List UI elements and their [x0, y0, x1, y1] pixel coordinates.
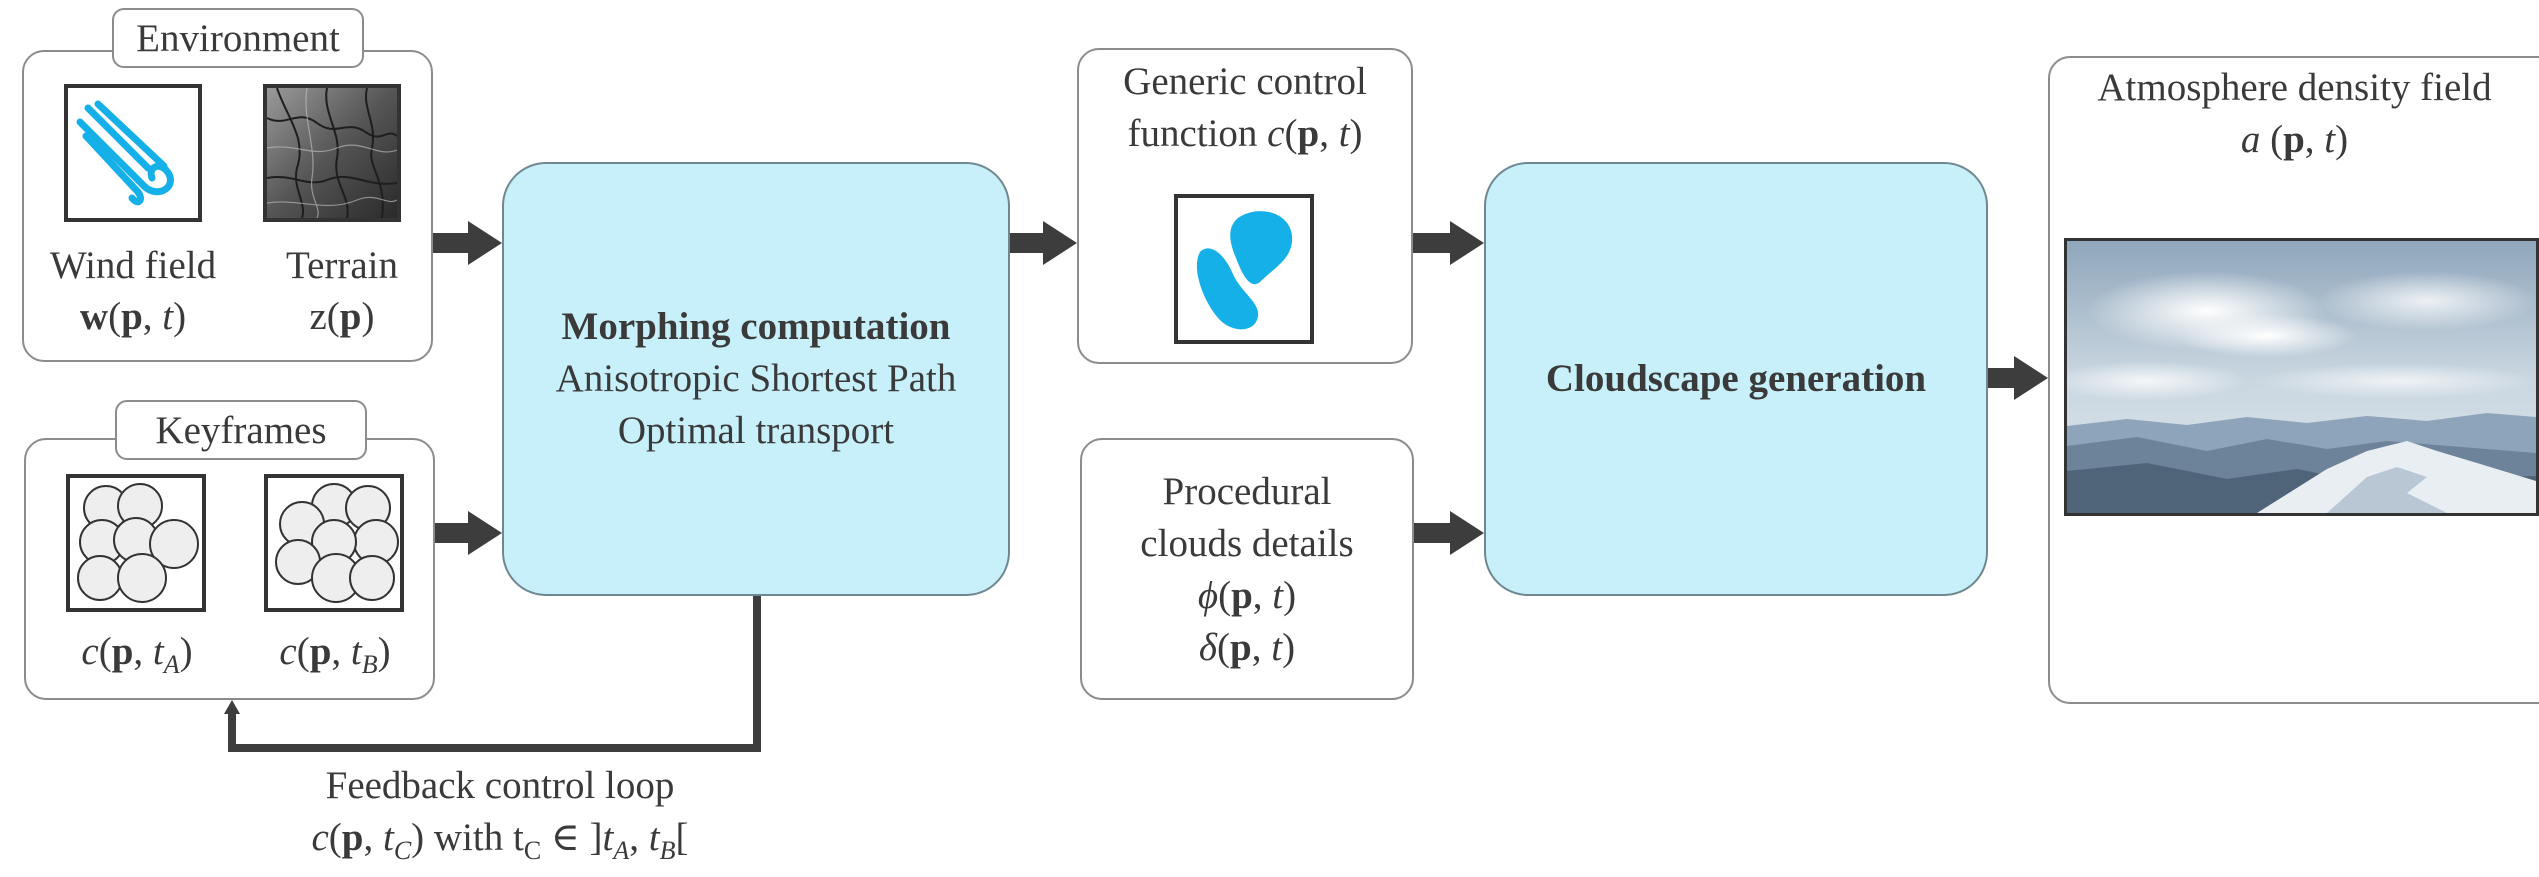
- morphing-line-1: Anisotropic Shortest Path: [555, 357, 957, 400]
- control-line-2: function c(p, t): [1127, 112, 1363, 155]
- control-blob-icon: [1196, 211, 1293, 330]
- control-function-thumbnail: [1174, 194, 1314, 344]
- keyframes-label: Keyframes: [115, 400, 367, 460]
- cloudscape-title: Cloudscape generation: [1545, 357, 1927, 400]
- procedural-line-2: clouds details: [1140, 522, 1354, 565]
- mountain-sky-image: [2067, 241, 2536, 513]
- wind-field-caption: Wind field: [49, 244, 217, 287]
- feedback-line-1: Feedback control loop: [325, 764, 675, 807]
- arrow-feedback-head: [224, 700, 240, 714]
- terrain-heightmap-image: [267, 88, 397, 218]
- cloudscape-render-image: [2064, 238, 2539, 516]
- arrow-keyframes-to-morphing: [435, 511, 502, 555]
- keyframe-b-thumbnail: [264, 474, 404, 612]
- procedural-line-1: Procedural: [1162, 470, 1332, 513]
- keyframe-b-formula: c(p, tB): [279, 630, 391, 679]
- cloud-spheres-b-icon: [275, 483, 399, 603]
- morphing-title: Morphing computation: [561, 305, 951, 348]
- feedback-formula: c(p, tC) with tC ∈ ]tA, tB[: [311, 816, 689, 865]
- arrow-cloudscape-to-atmosphere: [1988, 356, 2048, 400]
- atmosphere-line-1: Atmosphere density field: [2097, 66, 2492, 109]
- arrow-control-to-cloudscape: [1413, 221, 1484, 265]
- wind-field-formula: w(p, t): [79, 295, 187, 338]
- cloud-spheres-a-icon: [77, 483, 199, 603]
- terrain-formula: z(p): [309, 295, 375, 338]
- procedural-delta-formula: δ(p, t): [1198, 626, 1296, 669]
- arrow-procedural-to-cloudscape: [1414, 511, 1484, 555]
- cloudscape-generation-box: Cloudscape generation: [1484, 162, 1988, 596]
- wind-icon: [76, 100, 174, 206]
- control-line-1: Generic control: [1123, 60, 1367, 103]
- environment-label: Environment: [112, 8, 364, 68]
- atmosphere-formula: a (p, t): [2240, 118, 2349, 161]
- wind-field-thumbnail: [64, 84, 202, 222]
- keyframe-a-thumbnail: [66, 474, 206, 612]
- morphing-computation-box: Morphing computation Anisotropic Shortes…: [502, 162, 1010, 596]
- keyframe-a-formula: c(p, tA): [81, 630, 193, 679]
- morphing-line-2: Optimal transport: [617, 409, 895, 452]
- arrow-environment-to-morphing: [433, 221, 502, 265]
- arrow-morphing-to-control: [1010, 221, 1077, 265]
- procedural-details-box: [1080, 438, 1414, 700]
- procedural-phi-formula: ϕ(p, t): [1197, 574, 1297, 617]
- terrain-thumbnail: [263, 84, 401, 222]
- terrain-caption: Terrain: [285, 244, 399, 287]
